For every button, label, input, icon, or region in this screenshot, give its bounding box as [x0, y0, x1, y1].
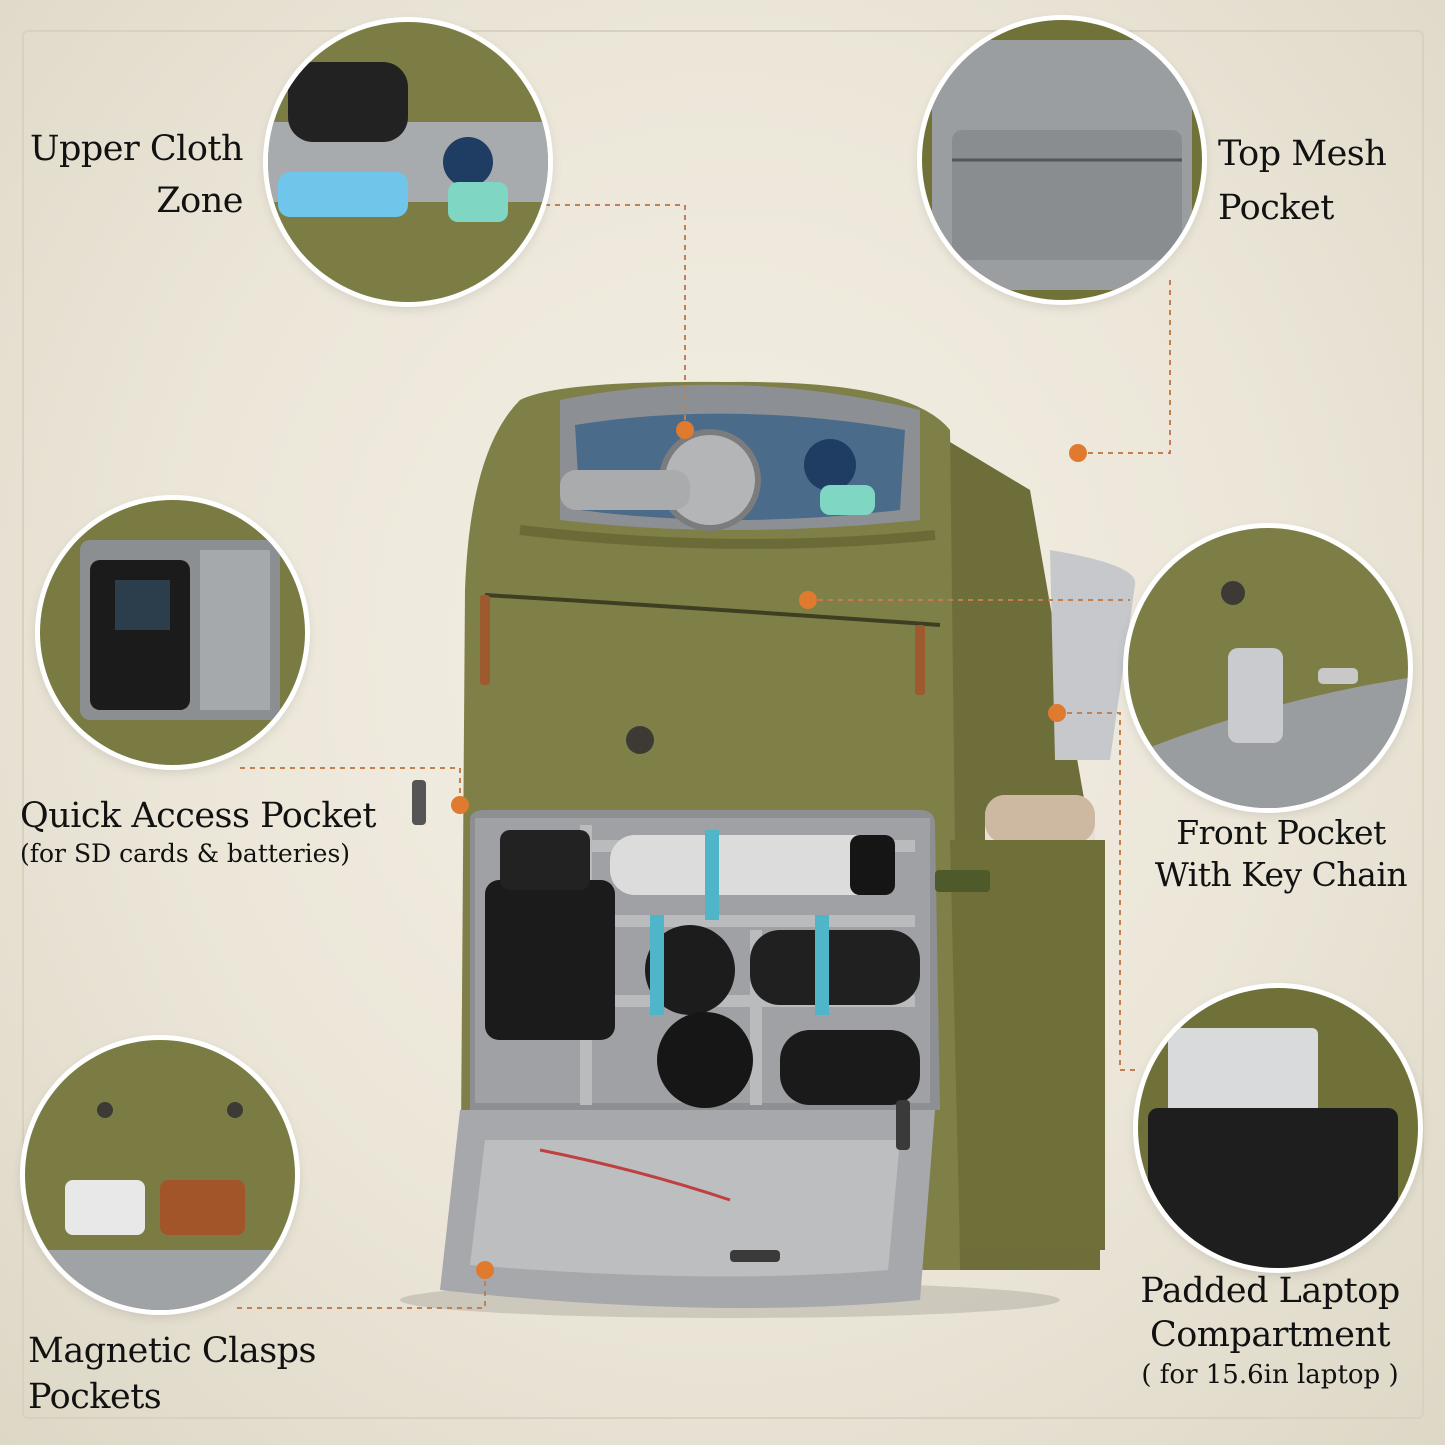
- backpack-illustration: [400, 381, 1136, 1318]
- upper-cloth-detail-circle: [268, 22, 548, 302]
- quick-access-detail-circle: [40, 500, 305, 765]
- laptop-compartment-detail-circle: [1138, 988, 1418, 1268]
- laptop-line1: Padded Laptop: [1140, 1271, 1400, 1311]
- laptop-note: ( for 15.6in laptop ): [1141, 1360, 1399, 1390]
- upper-cloth-label: Upper Cloth Zone: [28, 128, 244, 222]
- top-mesh-label: Top Mesh Pocket: [1218, 133, 1387, 229]
- magnetic-line1: Magnetic Clasps: [28, 1331, 317, 1371]
- front-pocket-line1: Front Pocket: [1176, 813, 1386, 852]
- camera-body-shape: [485, 880, 615, 1040]
- magnetic-clasps-detail-circle: [25, 1040, 295, 1310]
- front-pocket-detail-circle: [1128, 528, 1408, 808]
- front-pocket-line2: With Key Chain: [1154, 854, 1408, 894]
- top-mesh-line2: Pocket: [1218, 188, 1334, 228]
- upper-cloth-line2: Zone: [156, 181, 243, 221]
- top-mesh-detail-circle: [922, 20, 1202, 300]
- quick-access-label: Quick Access Pocket (for SD cards & batt…: [20, 795, 376, 869]
- laptop-line2: Compartment: [1149, 1315, 1391, 1355]
- laptop-label: Padded Laptop Compartment ( for 15.6in l…: [1125, 1270, 1415, 1391]
- quick-access-title: Quick Access Pocket: [20, 796, 376, 836]
- top-mesh-line1: Top Mesh: [1218, 134, 1387, 174]
- quick-access-note: (for SD cards & batteries): [20, 839, 351, 868]
- upper-cloth-line1: Upper Cloth: [29, 129, 244, 169]
- decorative-frame: [22, 30, 1424, 1419]
- magnetic-line2: Pockets: [28, 1377, 162, 1417]
- front-pocket-label: Front Pocket With Key Chain: [1150, 813, 1412, 894]
- magnetic-label: Magnetic Clasps Pockets: [28, 1330, 317, 1418]
